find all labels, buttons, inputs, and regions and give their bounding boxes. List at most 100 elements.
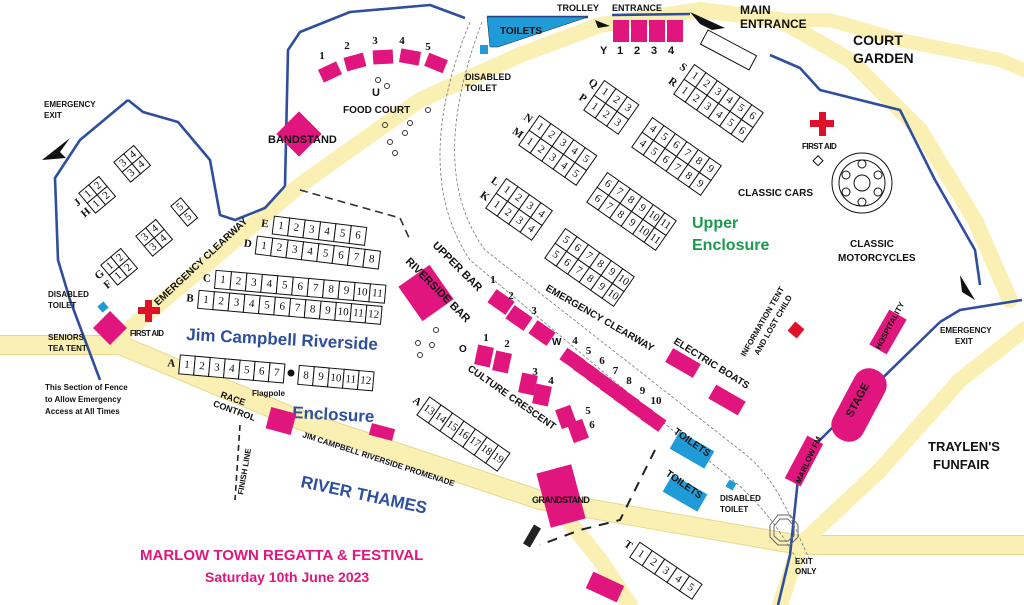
- o-stall[interactable]: [474, 344, 494, 368]
- toilets-b[interactable]: [662, 474, 708, 512]
- w-stall[interactable]: [528, 320, 556, 346]
- flagpole-label: Flagpole: [252, 389, 285, 398]
- w-stall[interactable]: [505, 305, 533, 331]
- food-court-stall[interactable]: [372, 49, 394, 65]
- o-stall[interactable]: [492, 350, 512, 374]
- stall-number: 8: [626, 375, 632, 387]
- food-court-seating: [375, 77, 439, 358]
- stall-number: 9: [343, 285, 350, 297]
- stall-row-label: P: [576, 91, 589, 105]
- stall-number: 4: [668, 45, 675, 57]
- stall-number: 5: [282, 279, 289, 291]
- o-stall[interactable]: [532, 383, 552, 407]
- stall-number: 1: [104, 260, 116, 273]
- stall-number: 7: [613, 365, 619, 377]
- stall-plot[interactable]: [643, 226, 667, 251]
- stall-number: 3: [514, 214, 526, 227]
- electric-boats-stall-2[interactable]: [708, 384, 746, 416]
- disabled-toilet-bottom[interactable]: [725, 479, 737, 491]
- stall-number: 2: [546, 129, 557, 142]
- stall-number: 5: [648, 145, 660, 158]
- stall-number: 2: [634, 45, 640, 57]
- stall-number: 1: [319, 50, 325, 62]
- roundabout-icon: [769, 514, 799, 546]
- stall-number: 8: [584, 272, 596, 285]
- food-court-stall[interactable]: [424, 52, 448, 74]
- stall-number: 3: [524, 200, 536, 213]
- toilets-a[interactable]: [669, 431, 715, 469]
- stall-y1[interactable]: [613, 20, 629, 42]
- stall-number: 9: [705, 163, 717, 176]
- riverside-enclosure-label-line2: Enclosure: [292, 403, 375, 426]
- emergency-exit-right-arrow-icon: [960, 275, 975, 300]
- stall-number: 1: [220, 274, 227, 286]
- toilets-top[interactable]: [486, 16, 589, 48]
- stall-plot[interactable]: [678, 575, 703, 600]
- stall-plot[interactable]: [364, 304, 383, 325]
- bottom-stall[interactable]: [585, 571, 625, 603]
- marlow-fm[interactable]: [784, 435, 824, 487]
- finish-line-label: FINISH LINE: [236, 447, 253, 495]
- stall-number: 5: [425, 41, 431, 53]
- stall-number: 5: [244, 364, 251, 376]
- stall-number: 6: [354, 229, 361, 242]
- stall-plot[interactable]: [688, 171, 712, 196]
- o-stall[interactable]: [567, 418, 589, 444]
- stall-number: 2: [648, 556, 659, 569]
- stall-number: 8: [615, 208, 627, 221]
- stall-plot[interactable]: [356, 370, 375, 392]
- stall-y3[interactable]: [649, 20, 665, 42]
- stall-number: 4: [266, 278, 273, 290]
- race-control[interactable]: [265, 407, 297, 435]
- disabled-toilet-top[interactable]: [480, 45, 488, 54]
- stall-number: 8: [368, 253, 375, 266]
- promenade-stall[interactable]: [368, 423, 396, 441]
- hospitality[interactable]: [869, 309, 907, 355]
- stall-plot[interactable]: [118, 257, 139, 278]
- stall-number: 6: [670, 139, 682, 152]
- stall-plot[interactable]: [96, 185, 117, 206]
- w-stall[interactable]: [640, 407, 667, 432]
- information-tent[interactable]: [787, 321, 805, 339]
- disabled-toilet-left[interactable]: [97, 301, 109, 313]
- stall-plot[interactable]: [563, 161, 588, 186]
- stall-plot[interactable]: [519, 216, 543, 241]
- stall-number: 3: [532, 366, 538, 378]
- stall-plot[interactable]: [362, 248, 382, 270]
- stall-y2[interactable]: [631, 20, 647, 42]
- stall-number: 2: [504, 338, 510, 350]
- electric-boats-stall-1[interactable]: [665, 348, 701, 378]
- classic-cars-label: CLASSIC CARS: [738, 188, 813, 199]
- upper-riverside-bar[interactable]: [398, 264, 454, 322]
- stall-plot[interactable]: [348, 225, 368, 246]
- stall-number: 2: [508, 290, 514, 302]
- stall-plot[interactable]: [131, 154, 152, 175]
- stall-plot[interactable]: [153, 228, 174, 249]
- stall-plot[interactable]: [601, 282, 625, 307]
- stall-number: 4: [572, 335, 578, 347]
- stall-plot[interactable]: [267, 362, 286, 384]
- stall-plot[interactable]: [606, 110, 630, 135]
- stall-number: 3: [612, 116, 624, 129]
- stall-number: 1: [184, 359, 191, 371]
- stall-number: 11: [372, 287, 384, 300]
- stall-plot[interactable]: [730, 118, 754, 143]
- food-court-stall[interactable]: [398, 48, 422, 66]
- stall-plot[interactable]: [368, 283, 387, 304]
- grandstand[interactable]: [536, 464, 586, 528]
- w-stall[interactable]: [487, 289, 515, 315]
- stall-number: 5: [585, 405, 591, 417]
- stall-plot[interactable]: [485, 444, 511, 472]
- stall-number: 1: [534, 121, 545, 134]
- food-court-stall[interactable]: [343, 52, 367, 72]
- stall-plot[interactable]: [178, 207, 199, 227]
- stage[interactable]: [826, 363, 893, 448]
- o-stall[interactable]: [518, 372, 538, 396]
- stall-y4[interactable]: [667, 20, 683, 42]
- food-court-stall[interactable]: [317, 61, 343, 83]
